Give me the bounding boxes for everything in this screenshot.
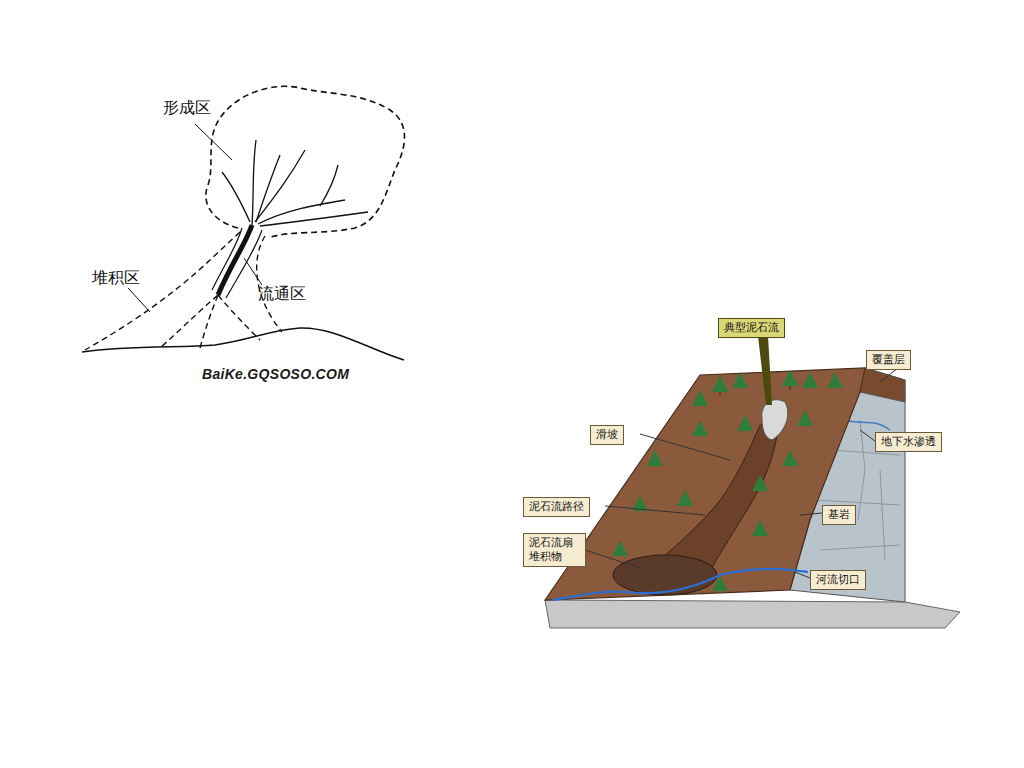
callout-box: 典型泥石流 (718, 318, 785, 338)
callout-text: 泥石流扇 堆积物 (529, 536, 580, 564)
callout-text: 地下水渗透 (881, 435, 936, 449)
zone-label: 形成区 (163, 98, 211, 117)
callout-text: 典型泥石流 (724, 321, 779, 335)
watermark: BaiKe.GQSOSO.COM (202, 366, 349, 382)
callout-text: 泥石流路径 (529, 500, 584, 514)
callout-text: 覆盖层 (872, 353, 905, 367)
zone-label: 流通区 (258, 284, 306, 303)
callout-box: 覆盖层 (866, 350, 911, 370)
callout-text: 基岩 (828, 508, 850, 522)
callout-box: 河流切口 (810, 570, 866, 590)
callout-box: 地下水渗透 (875, 432, 942, 452)
callout-box: 基岩 (822, 505, 856, 525)
callout-text: 河流切口 (816, 573, 860, 587)
callout-box: 泥石流路径 (523, 497, 590, 517)
callout-box: 泥石流扇 堆积物 (523, 533, 586, 567)
callout-box: 滑坡 (590, 425, 624, 445)
zone-label: 堆积区 (92, 268, 140, 287)
callout-text: 滑坡 (596, 428, 618, 442)
